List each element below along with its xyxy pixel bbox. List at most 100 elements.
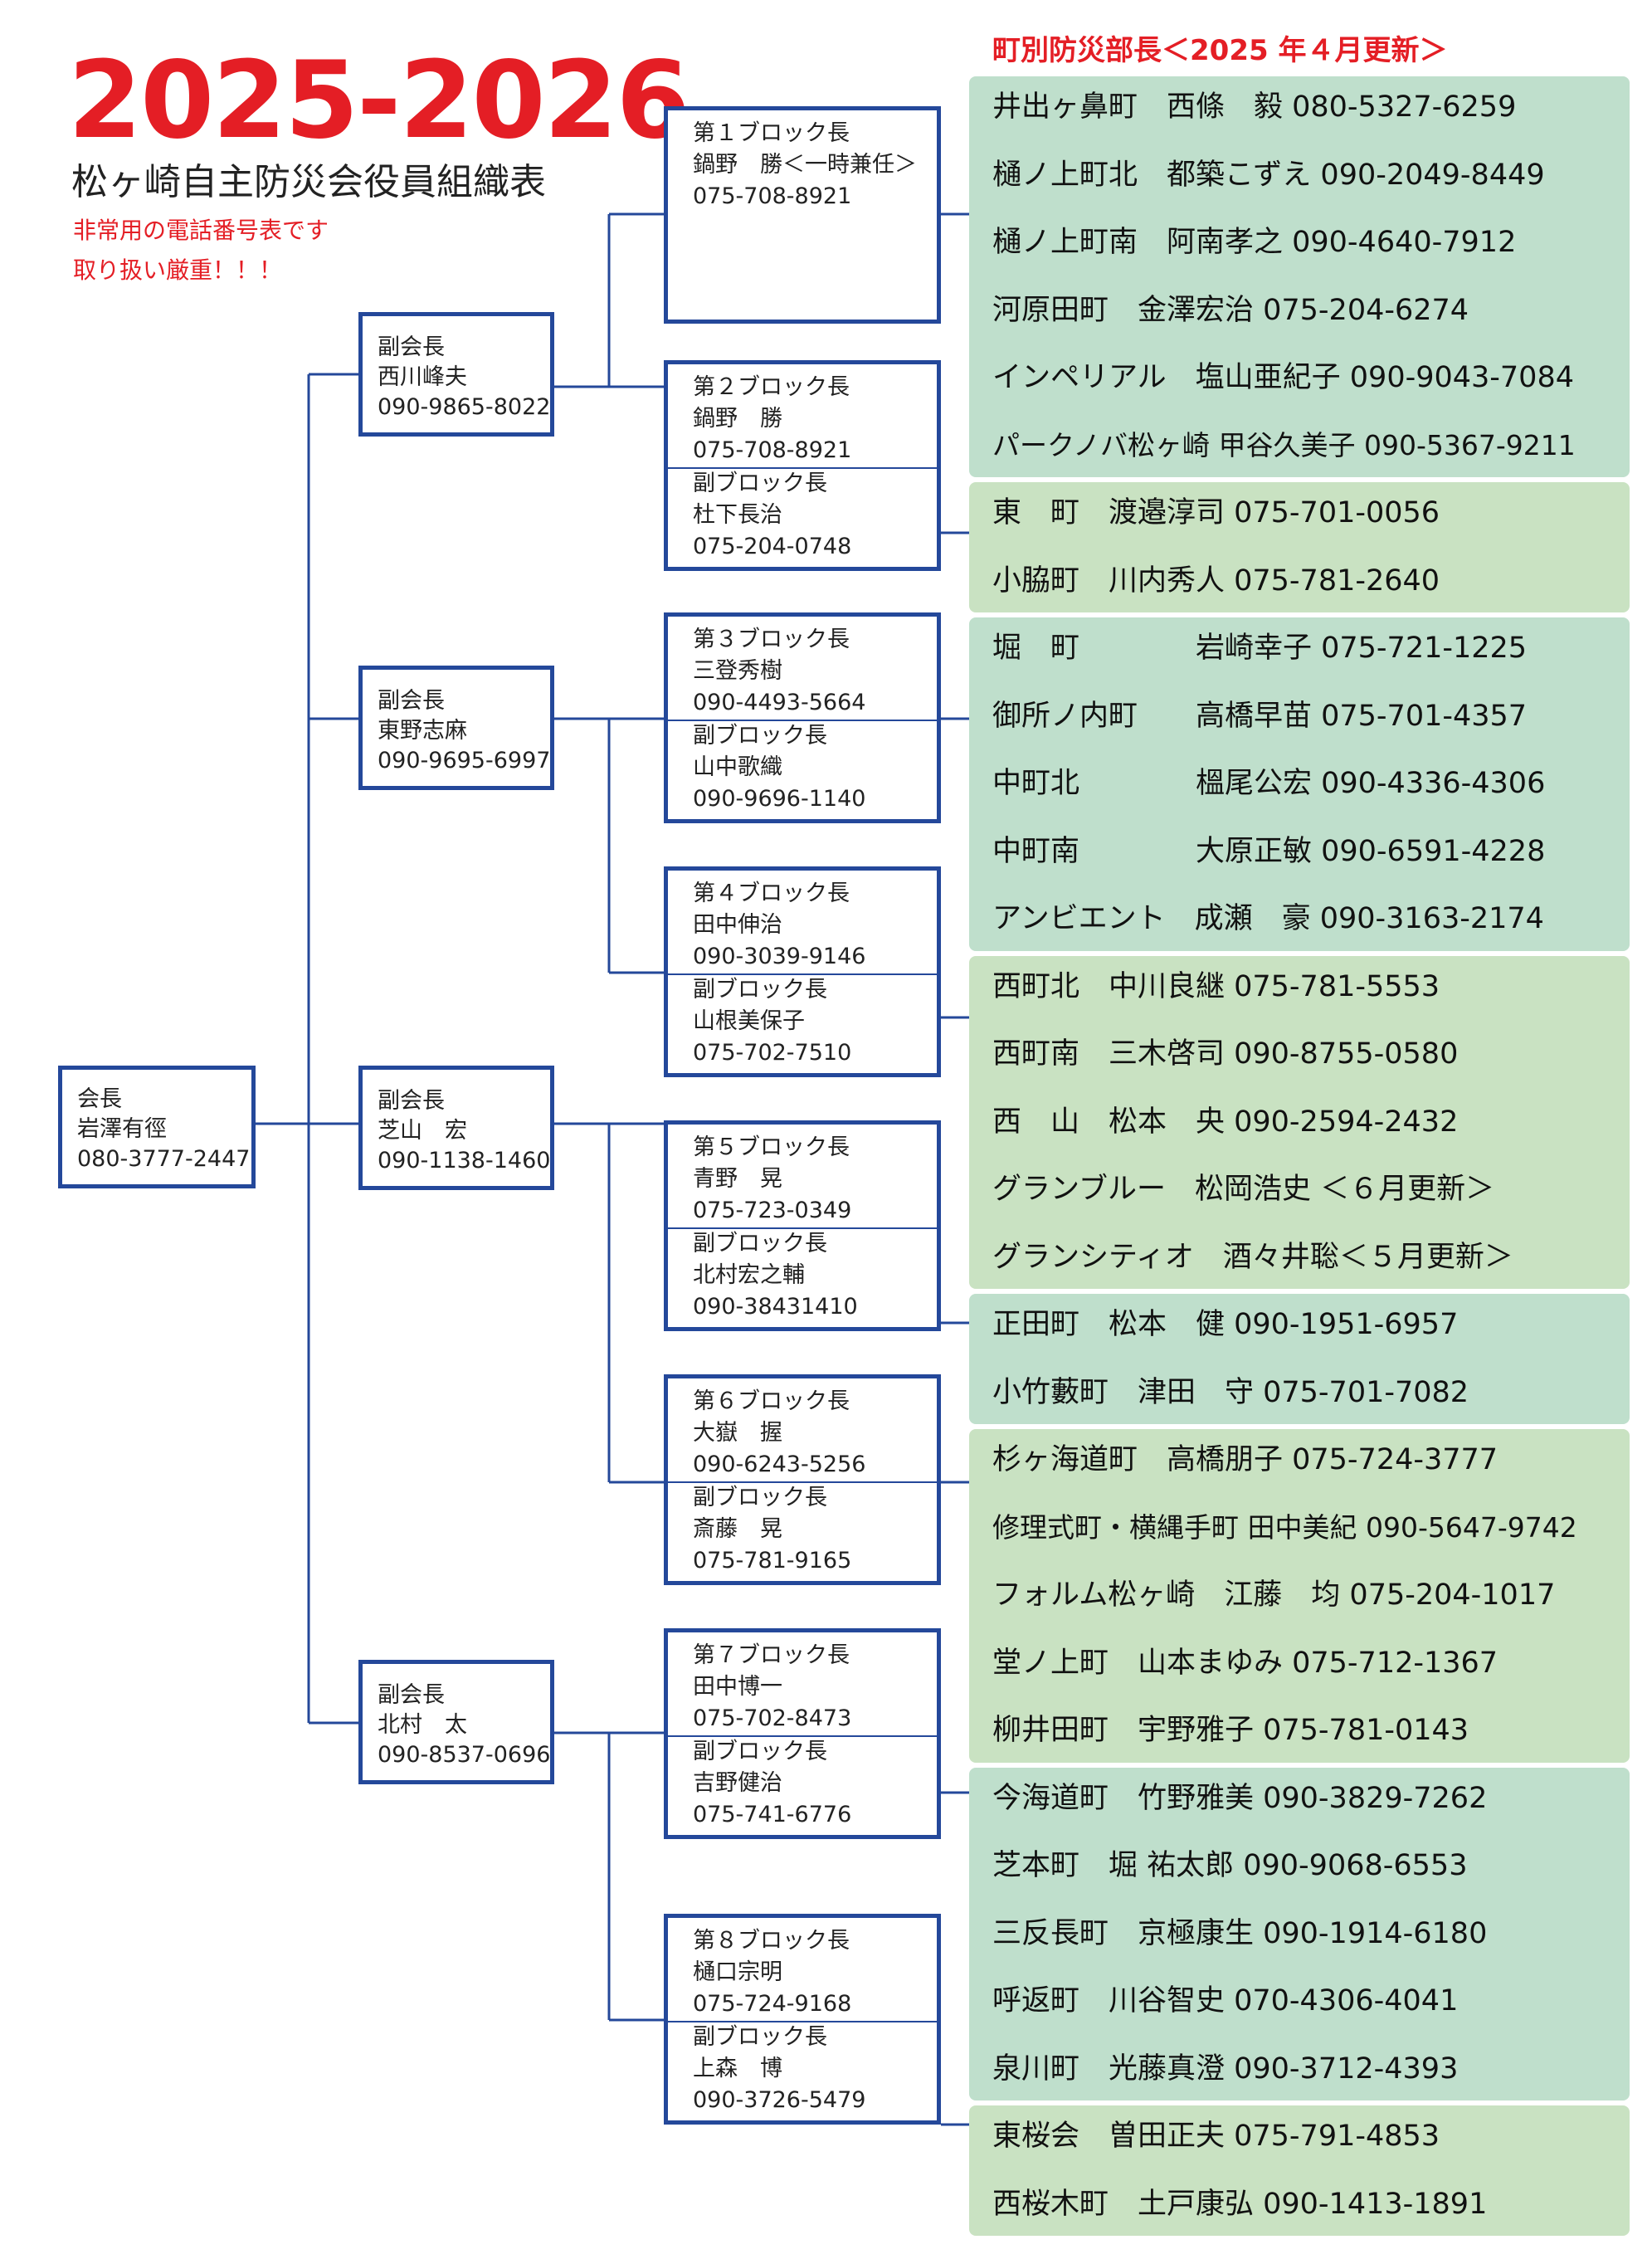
block-leader-name: 田中伸治 (693, 912, 782, 938)
ward-entry: 杉ヶ海道町 高橋朋子 075-724-3777 (992, 1443, 1498, 1476)
block-box: 第１ブロック長鍋野 勝＜一時兼任＞075-708-8921 (664, 106, 941, 324)
vice-chair-box: 副会長芝山 宏 090-1138-1460 (358, 1066, 554, 1190)
ward-entry: 東桜会 曽田正夫 075-791-4853 (992, 2120, 1440, 2153)
ward-entry: 西 山 松本 央 090-2594-2432 (992, 1105, 1459, 1139)
block-divider (668, 1481, 937, 1483)
deputy-role: 副ブロック長 (693, 471, 827, 496)
block-divider (668, 1735, 937, 1737)
ward-group-panel (969, 1429, 1630, 1763)
ward-group-panel (969, 76, 1630, 477)
ward-entry: 小脇町 川内秀人 075-781-2640 (992, 564, 1440, 598)
deputy-name: 吉野健治 (693, 1770, 782, 1796)
ward-entry: グランブルー 松岡浩史 ＜６月更新＞ (992, 1173, 1495, 1206)
ward-entry: 井出ヶ鼻町 西條 毅 080-5327-6259 (992, 90, 1517, 124)
vice-chair-name: 西川峰夫 (378, 364, 467, 390)
deputy-role: 副ブロック長 (693, 2024, 827, 2050)
block-leader-role: 第６ブロック長 (693, 1388, 850, 1414)
deputy-role: 副ブロック長 (693, 977, 827, 1003)
warning-line-1: 非常用の電話番号表です (73, 217, 329, 244)
ward-entry: 泉川町 光藤真澄 090-3712-4393 (992, 2052, 1459, 2086)
ward-entry: 西町北 中川良継 075-781-5553 (992, 969, 1440, 1003)
ward-entry: 樋ノ上町北 都築こずえ 090-2049-8449 (992, 158, 1545, 192)
ward-entry: パークノバ松ヶ崎 甲谷久美子 090-5367-9211 (992, 428, 1576, 461)
ward-entry: 御所ノ内町 高橋早苗 075-701-4357 (992, 699, 1528, 733)
block-leader-name: 鍋野 勝＜一時兼任＞ (693, 152, 917, 178)
ward-entry: 芝本町 堀 祐太郎 090-9068-6553 (992, 1849, 1468, 1882)
deputy-phone: 090-38431410 (693, 1294, 858, 1320)
ward-entry: 東 町 渡邉淳司 075-701-0056 (992, 496, 1440, 529)
ward-entry: 西町南 三木啓司 090-8755-0580 (992, 1037, 1459, 1071)
title-years: 2025-2026 (68, 39, 690, 163)
vice-chair-role: 副会長 (378, 1682, 445, 1708)
block-leader-role: 第８ブロック長 (693, 1928, 850, 1954)
block-box: 第６ブロック長大嶽 握 090-6243-5256 副ブロック長斎藤 晃 075-78… (664, 1374, 941, 1585)
block-leader-role: 第４ブロック長 (693, 881, 850, 906)
deputy-name: 上森 博 (693, 2056, 782, 2081)
ward-entry: 河原田町 金澤宏治 075-204-6274 (992, 293, 1469, 327)
block-leader-role: 第２ブロック長 (693, 374, 850, 400)
ward-entry: 中町北 榲尾公宏 090-4336-4306 (992, 767, 1546, 800)
ward-entry: 堂ノ上町 山本まゆみ 075-712-1367 (992, 1646, 1498, 1680)
ward-entry: 中町南 大原正敏 090-6591-4228 (992, 834, 1546, 868)
chairman-phone: 080-3777-2447 (77, 1146, 251, 1172)
block-leader-name: 田中博一 (693, 1674, 782, 1700)
vice-chair-phone: 090-9865-8022 (378, 394, 551, 420)
block-divider (668, 1227, 937, 1229)
page-title: 松ヶ崎自主防災会役員組織表 (71, 161, 546, 203)
vice-chair-role: 副会長 (378, 1088, 445, 1114)
deputy-role: 副ブロック長 (693, 1739, 827, 1764)
deputy-name: 北村宏之輔 (693, 1262, 805, 1288)
ward-entry: アンビエント 成瀬 豪 090-3163-2174 (992, 902, 1544, 935)
block-divider (668, 467, 937, 469)
block-leader-phone: 090-4493-5664 (693, 690, 866, 715)
ward-entry: 正田町 松本 健 090-1951-6957 (992, 1308, 1459, 1341)
deputy-name: 斎藤 晃 (693, 1516, 782, 1542)
ward-entry: 柳井田町 宇野雅子 075-781-0143 (992, 1714, 1469, 1747)
deputy-role: 副ブロック長 (693, 1485, 827, 1510)
block-leader-phone: 075-724-9168 (693, 1991, 852, 2017)
deputy-role: 副ブロック長 (693, 1231, 827, 1256)
block-leader-name: 鍋野 勝 (693, 406, 782, 432)
chairman-role: 会長 (77, 1086, 122, 1112)
block-leader-name: 青野 晃 (693, 1166, 782, 1192)
block-leader-name: 樋口宗明 (693, 1959, 782, 1985)
ward-entry: 今海道町 竹野雅美 090-3829-7262 (992, 1781, 1488, 1815)
deputy-phone: 090-9696-1140 (693, 786, 866, 812)
ward-entry: 小竹藪町 津田 守 075-701-7082 (992, 1375, 1469, 1409)
ward-entry: 堀 町 岩崎幸子 075-721-1225 (992, 632, 1528, 665)
deputy-phone: 075-204-0748 (693, 534, 852, 559)
deputy-phone: 075-781-9165 (693, 1548, 852, 1573)
vice-chair-phone: 090-8537-0696 (378, 1742, 551, 1768)
ward-group-panel (969, 1294, 1630, 1424)
ward-entry: グランシティオ 酒々井聡＜５月更新＞ (992, 1240, 1513, 1274)
ward-group-panel (969, 482, 1630, 612)
vice-chair-phone: 090-9695-6997 (378, 748, 551, 773)
ward-group-panel (969, 955, 1630, 1289)
warning-line-2: 取り扱い厳重！！！ (73, 256, 283, 284)
vice-chair-box: 副会長東野志麻 090-9695-6997 (358, 666, 554, 790)
block-leader-role: 第３ブロック長 (693, 627, 850, 652)
ward-group-panel (969, 2105, 1630, 2236)
deputy-phone: 075-741-6776 (693, 1802, 852, 1827)
vice-chair-role: 副会長 (378, 688, 445, 714)
block-leader-name: 大嶽 握 (693, 1420, 782, 1446)
vice-chair-name: 東野志麻 (378, 718, 467, 744)
block-leader-phone: 075-708-8921 (693, 183, 852, 209)
block-divider (668, 973, 937, 975)
ward-entry: インペリアル 塩山亜紀子 090-9043-7084 (992, 361, 1574, 394)
deputy-name: 杜下長治 (693, 502, 782, 528)
ward-heading: 町別防災部長＜2025 年４月更新＞ (992, 34, 1448, 67)
vice-chair-name: 芝山 宏 (378, 1118, 467, 1144)
vice-chair-phone: 090-1138-1460 (378, 1148, 551, 1173)
block-leader-phone: 090-6243-5256 (693, 1452, 866, 1477)
block-leader-phone: 090-3039-9146 (693, 944, 866, 969)
block-divider (668, 2021, 937, 2022)
